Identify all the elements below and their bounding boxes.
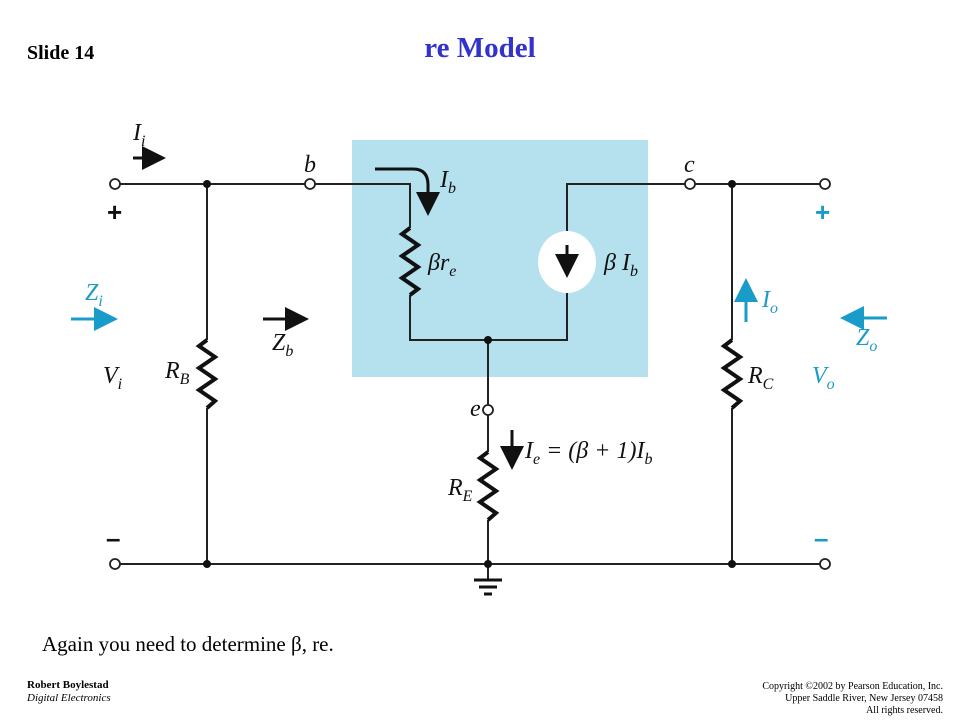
label-ib: Ib xyxy=(439,167,456,197)
collector-terminal xyxy=(684,178,696,190)
label-ii: Ii xyxy=(132,120,145,150)
ground-icon xyxy=(474,578,502,596)
output-plus-sign: + xyxy=(815,197,830,227)
input-ground-terminal xyxy=(109,558,121,570)
slide-number: Slide 14 xyxy=(27,42,95,64)
copyright-line: Upper Saddle River, New Jersey 07458 xyxy=(785,693,943,704)
label-c: c xyxy=(684,152,695,178)
junction-dot xyxy=(203,560,211,568)
label-rc: RC xyxy=(747,363,774,393)
label-zo: Zo xyxy=(856,325,877,355)
label-beta-re: βre xyxy=(427,250,456,280)
resistor-re xyxy=(476,450,500,522)
input-minus-sign: – xyxy=(106,523,120,553)
junction-dot xyxy=(728,180,736,188)
output-minus-sign: – xyxy=(814,523,828,553)
junction-dot xyxy=(728,560,736,568)
resistor-rc xyxy=(720,338,744,410)
base-wire xyxy=(315,183,411,228)
footer-copyright: Copyright ©2002 by Pearson Education, In… xyxy=(762,681,943,717)
emitter-terminal xyxy=(482,404,494,416)
label-b: b xyxy=(304,152,316,178)
label-ie-equation: Ie = (β + 1)Ib xyxy=(524,438,652,468)
junction-dot xyxy=(484,336,492,344)
label-vi: Vi xyxy=(103,363,122,393)
output-terminal xyxy=(819,178,831,190)
output-ground-terminal xyxy=(819,558,831,570)
book-title: Digital Electronics xyxy=(27,692,111,704)
input-terminal xyxy=(109,178,121,190)
junction-dot xyxy=(203,180,211,188)
copyright-line: All rights reserved. xyxy=(866,705,943,716)
label-io: Io xyxy=(761,287,778,317)
label-rb: RB xyxy=(164,358,190,388)
ib-arrow-icon xyxy=(375,167,440,216)
label-zb: Zb xyxy=(272,330,293,360)
resistor-beta-re xyxy=(398,226,422,297)
author-name: Robert Boylestad xyxy=(27,679,109,691)
resistor-rb xyxy=(195,338,219,410)
collector-wire xyxy=(566,183,685,233)
copyright-line: Copyright ©2002 by Pearson Education, In… xyxy=(762,681,943,692)
label-vo: Vo xyxy=(812,363,835,393)
base-terminal xyxy=(304,178,316,190)
label-beta-ib: β Ib xyxy=(603,250,638,280)
label-zi: Zi xyxy=(85,280,103,310)
slide-title: re Model xyxy=(424,32,536,64)
input-plus-sign: + xyxy=(107,197,122,227)
junction-dot xyxy=(484,560,492,568)
slide-caption: Again you need to determine β, re. xyxy=(42,632,334,656)
transistor-model-box xyxy=(352,140,648,377)
label-re: RE xyxy=(447,475,473,505)
label-e: e xyxy=(470,396,481,422)
footer-author: Robert Boylestad Digital Electronics xyxy=(27,679,111,705)
